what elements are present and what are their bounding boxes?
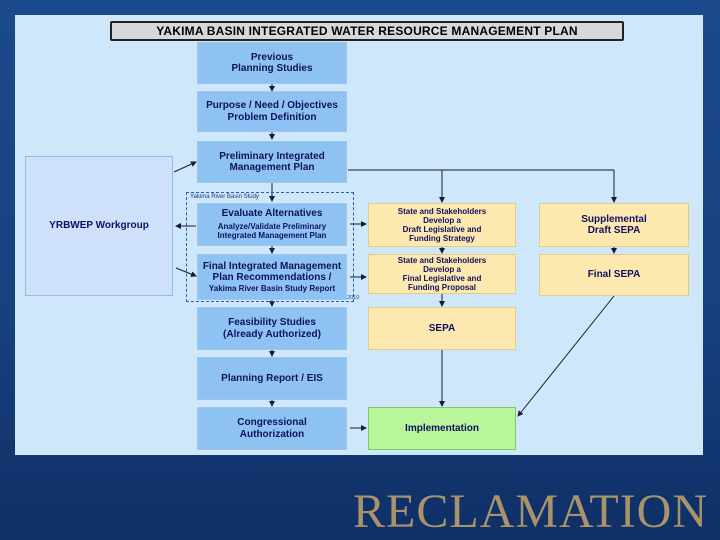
basin-study-label: Yakima River Basin Study xyxy=(190,194,259,200)
box-preliminary-management-plan: Preliminary Integrated Management Plan xyxy=(197,141,347,183)
box-evaluate-alternatives: Evaluate Alternatives Analyze/Validate P… xyxy=(197,203,347,246)
box-purpose-need-objectives: Purpose / Need / Objectives Problem Defi… xyxy=(197,91,347,132)
diagram-title: YAKIMA BASIN INTEGRATED WATER RESOURCE M… xyxy=(110,21,624,41)
box-draft-legislative-strategy: State and Stakeholders Develop a Draft L… xyxy=(368,203,516,247)
box-previous-planning-studies: Previous Planning Studies xyxy=(197,42,347,84)
box-final-legislative-proposal: State and Stakeholders Develop a Final L… xyxy=(368,254,516,294)
box-sepa: SEPA xyxy=(368,307,516,350)
box-final-sepa: Final SEPA xyxy=(539,254,689,296)
box-planning-report-eis: Planning Report / EIS xyxy=(197,357,347,400)
box-final-management-plan: Final Integrated Management Plan Recomme… xyxy=(197,254,347,300)
box-implementation: Implementation xyxy=(368,407,516,450)
box-feasibility-studies: Feasibility Studies (Already Authorized) xyxy=(197,307,347,350)
arrow-workgroup-to-preliminary xyxy=(173,161,197,173)
box-congressional-authorization: Congressional Authorization xyxy=(197,407,347,450)
box-yrbwep-workgroup: YRBWEP Workgroup xyxy=(25,156,173,296)
basin-study-frame xyxy=(186,192,354,302)
reclamation-wordmark: RECLAMATION xyxy=(353,485,708,538)
arrow-final-sepa-to-implementation xyxy=(517,295,615,417)
box-supplemental-draft-sepa: Supplemental Draft SEPA xyxy=(539,203,689,247)
